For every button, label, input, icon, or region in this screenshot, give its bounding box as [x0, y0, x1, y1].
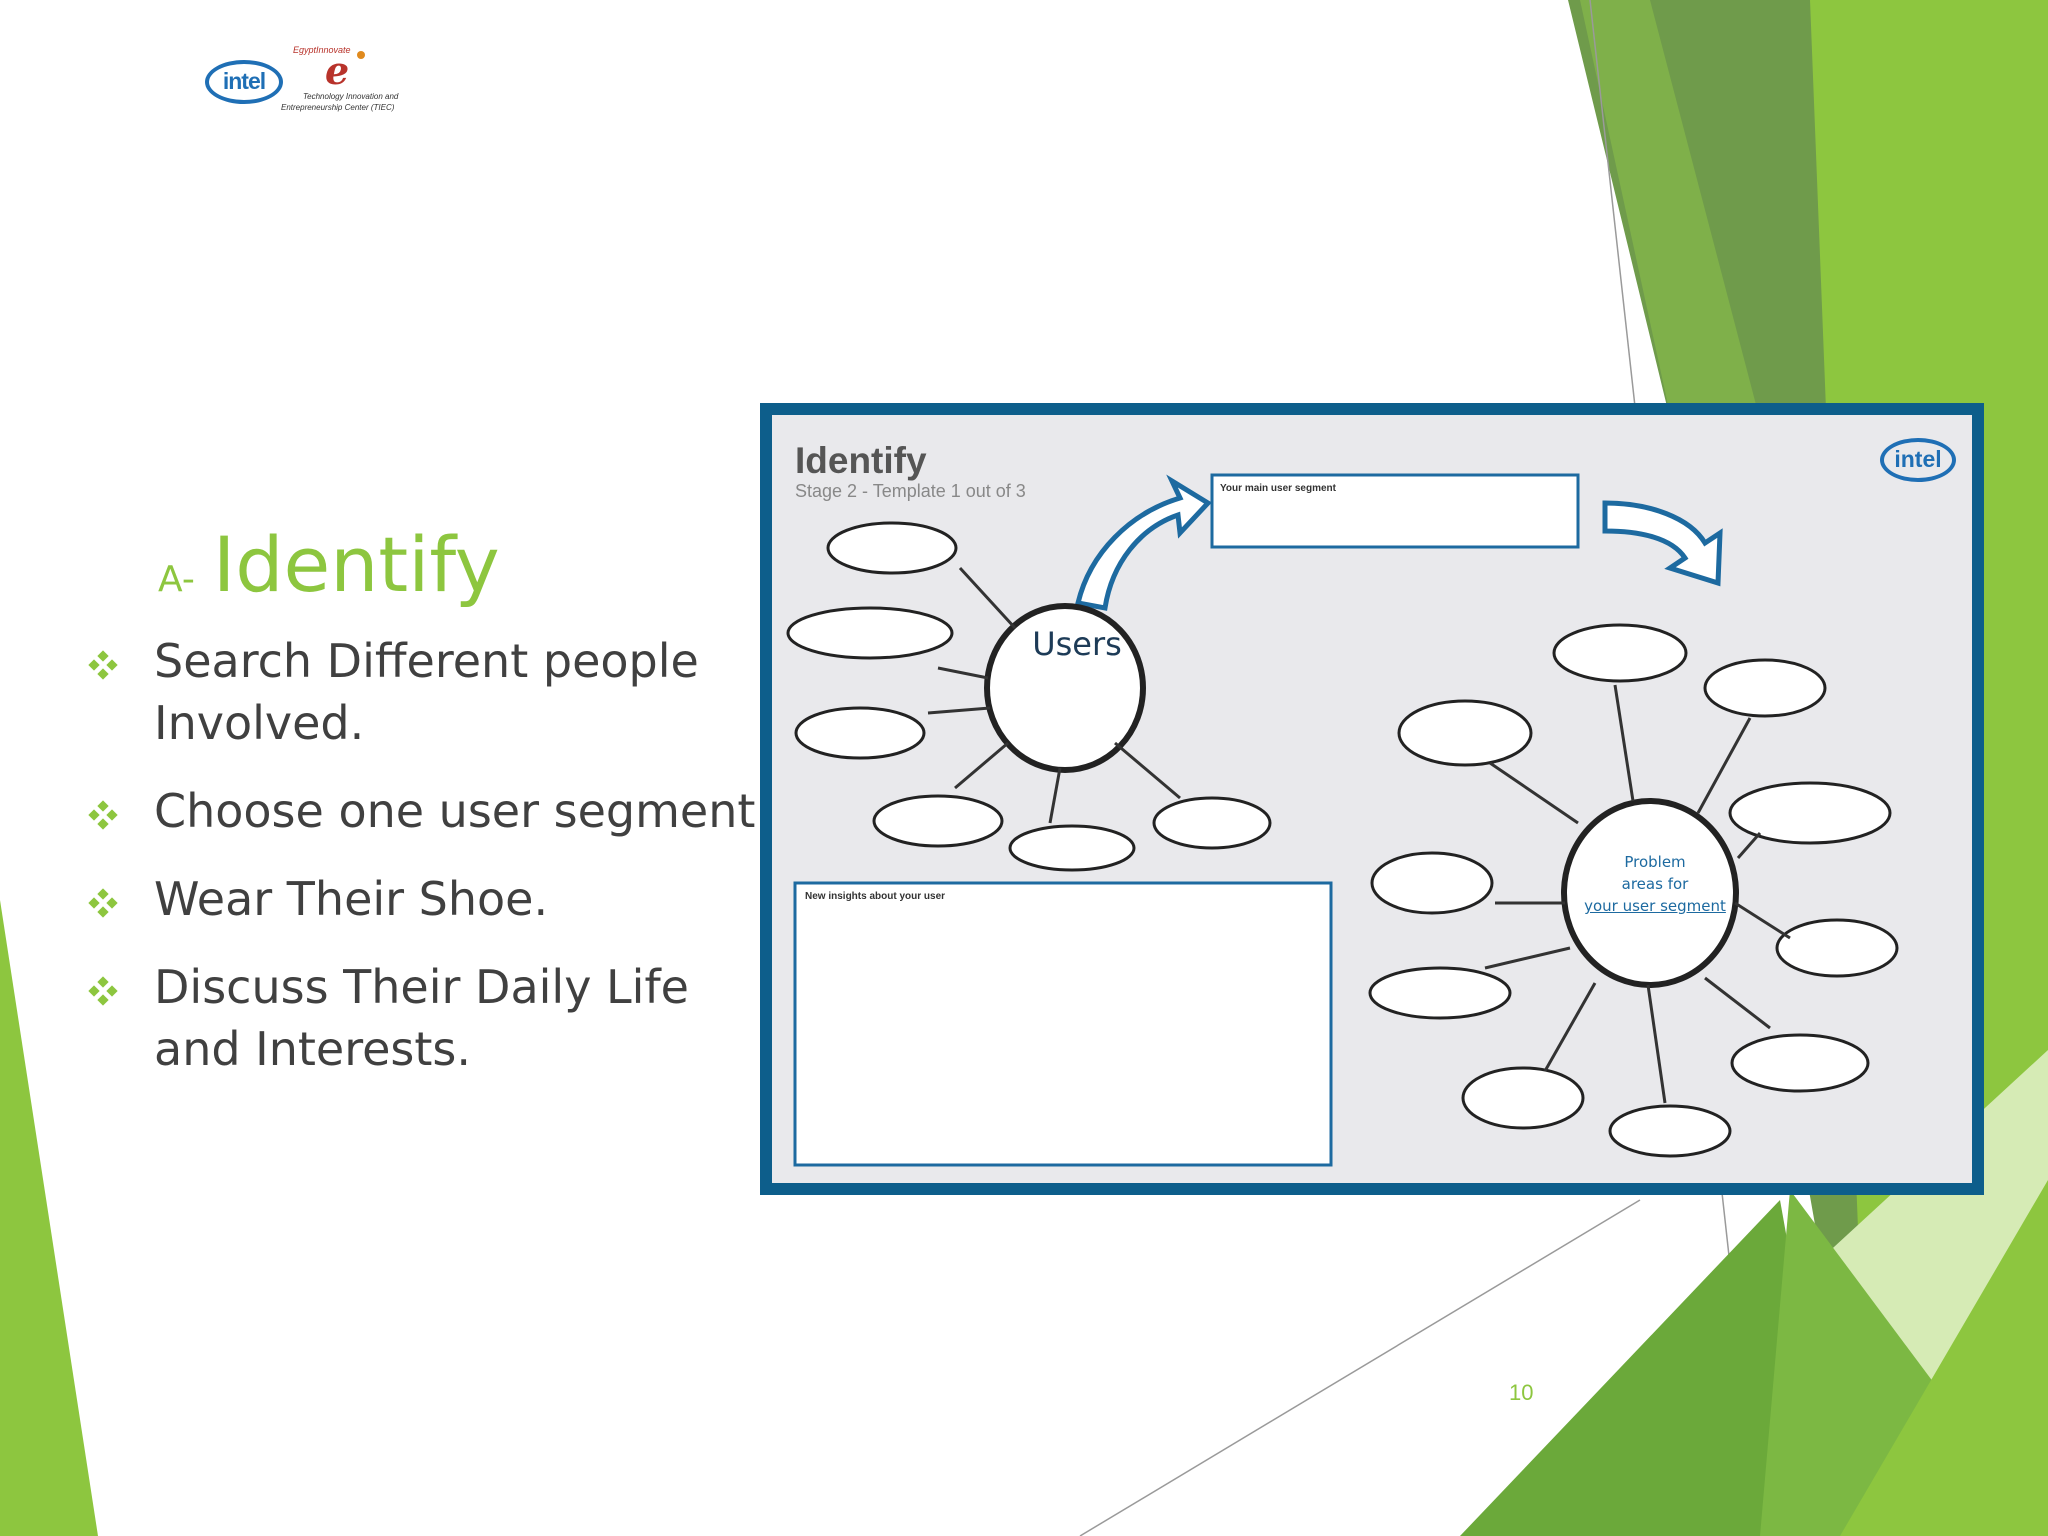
diamond-bullet-icon [88, 650, 118, 680]
problem-satellite-ellipse [1728, 781, 1892, 845]
tiec-e-logo-icon: e [325, 48, 350, 93]
bullet-item: Wear Their Shoe. [88, 868, 768, 930]
bullet-item: Discuss Their Daily Life and Interests. [88, 956, 768, 1080]
title-prefix: A- [158, 559, 195, 600]
slide-title: A- Identify [158, 520, 500, 609]
users-label: Users [1032, 625, 1122, 663]
users-circle [984, 603, 1146, 773]
bottom-right-triangle-1 [1460, 1200, 1840, 1536]
problem-satellite-ellipse [1397, 699, 1533, 767]
left-green-triangle [0, 900, 98, 1536]
diamond-bullet-icon [88, 800, 118, 830]
users-satellite-ellipse [872, 794, 1004, 848]
bullet-text: Discuss Their Daily Life and Interests. [154, 960, 689, 1076]
tiec-text-line-2: Entrepreneurship Center (TIEC) [281, 103, 395, 112]
problem-satellite-ellipse [1730, 1033, 1870, 1093]
problem-label-line-1: Problem [1624, 853, 1686, 871]
curved-arrow-right-icon [1602, 500, 1723, 587]
problem-arrows [1484, 684, 1791, 1104]
main-segment-label: Your main user segment [1220, 483, 1336, 494]
problem-satellite-ellipse [1775, 918, 1899, 978]
users-satellite-ellipse [794, 706, 926, 760]
template-intel-logo: intel [1880, 438, 1956, 482]
diamond-bullet-icon [88, 976, 118, 1006]
template-subtitle: Stage 2 - Template 1 out of 3 [795, 481, 1026, 501]
problem-satellite-ellipse [1368, 966, 1512, 1020]
problem-areas-label: Problem areas for your user segment [1575, 851, 1735, 917]
bullet-text: Wear Their Shoe. [154, 872, 549, 926]
users-satellite-ellipse [1152, 796, 1272, 850]
bottom-thin-line [1079, 1199, 1641, 1536]
title-text: Identify [212, 520, 500, 609]
problem-satellite-ellipse [1703, 658, 1827, 718]
template-drawing [772, 415, 1972, 1183]
tiec-dot-icon [357, 51, 365, 59]
right-green-band-mid [1580, 0, 1760, 460]
users-satellite-ellipse [826, 521, 958, 575]
page-number: 10 [1509, 1380, 1534, 1405]
bullet-list: Search Different people Involved. Choose… [88, 630, 768, 1080]
problem-label-line-3: your user segment [1584, 897, 1726, 915]
intel-logo: intel [205, 60, 283, 104]
problem-satellite-ellipse [1461, 1066, 1585, 1130]
new-insights-box [793, 881, 1333, 1167]
right-green-band-dark [1568, 0, 1870, 1536]
egyptinnovate-text: EgyptInnovate [293, 45, 351, 55]
header-logo: intel EgyptInnovate e Technology Innovat… [205, 45, 420, 125]
users-satellite-ellipse [1008, 824, 1136, 872]
problem-satellite-ellipse [1370, 851, 1494, 915]
bullet-text: Choose one user segment [154, 784, 756, 838]
users-satellite-ellipse [786, 606, 954, 660]
problem-areas-circle [1561, 798, 1739, 988]
users-arrows [927, 566, 1181, 824]
bullet-text: Search Different people Involved. [154, 634, 699, 750]
main-segment-box [1210, 473, 1580, 549]
curved-arrow-left-icon [1074, 474, 1212, 611]
new-insights-label: New insights about your user [805, 891, 946, 902]
identify-template-image: Identify Stage 2 - Template 1 out of 3 i… [760, 403, 1984, 1195]
tiec-text-line-1: Technology Innovation and [303, 92, 399, 101]
bullet-item: Search Different people Involved. [88, 630, 768, 754]
problem-label-line-2: areas for [1621, 875, 1689, 893]
diamond-bullet-icon [88, 888, 118, 918]
bottom-right-triangle-3 [1840, 1180, 2048, 1536]
problem-satellite-ellipse [1608, 1104, 1732, 1158]
problem-satellite-ellipse [1552, 623, 1688, 683]
bullet-item: Choose one user segment [88, 780, 768, 842]
template-title: Identify [795, 440, 927, 481]
